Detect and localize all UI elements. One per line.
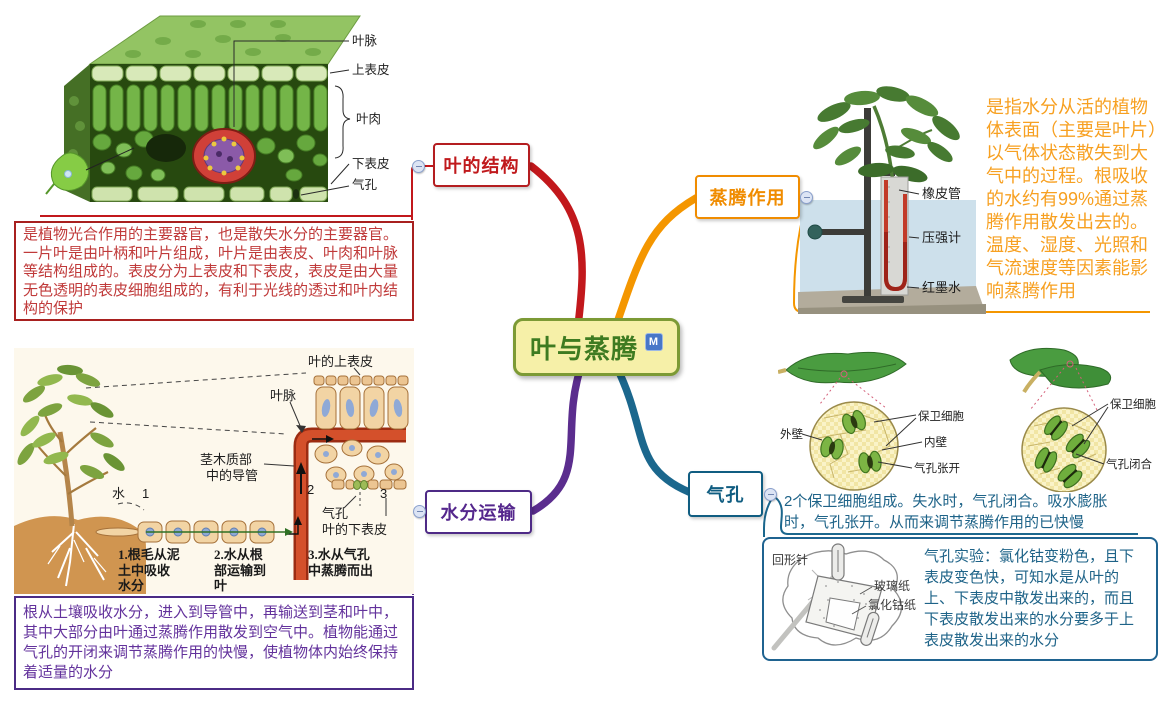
transpiration-image[interactable]: 橡皮管 压强计 红墨水 bbox=[798, 82, 988, 314]
cobalt-paper-square bbox=[825, 597, 861, 631]
xylem-label-line2: 中的导管 bbox=[206, 468, 258, 483]
branch-curve-water-transport bbox=[529, 366, 584, 515]
num3-label: 3 bbox=[380, 486, 387, 501]
vein-cut-shadow bbox=[146, 134, 186, 162]
topic-water-transport[interactable]: 水分运输 bbox=[425, 490, 532, 534]
paper-clip-label: 回形针 bbox=[772, 552, 808, 567]
mindmaster-badge-icon: M bbox=[645, 333, 663, 351]
topic-leaf-structure[interactable]: 叶的结构 bbox=[433, 143, 530, 187]
branch-curve-transpiration bbox=[612, 194, 700, 330]
outer-wall-label: 外壁 bbox=[780, 427, 803, 441]
upper-epidermis-label: 上表皮 bbox=[352, 63, 390, 77]
leaf-upper-epidermis-label: 叶的上表皮 bbox=[308, 354, 373, 369]
connector-stomata-experiment bbox=[763, 499, 772, 537]
leaf-cells bbox=[313, 375, 409, 506]
leaf-vein-label: 叶脉 bbox=[270, 388, 296, 403]
central-topic[interactable]: 叶与蒸腾 M bbox=[513, 318, 680, 376]
num2-label: 2 bbox=[307, 482, 314, 497]
water-step1-caption: 1.根毛从泥土中吸收水分 bbox=[118, 547, 180, 593]
stomata-closed-label: 气孔闭合 bbox=[1106, 457, 1152, 471]
note-water-transport[interactable]: 根从土壤吸收水分，进入到导管中，再输送到茎和叶中，其中大部分由叶通过蒸腾作用散发… bbox=[14, 596, 414, 690]
connector-leaf-structure-children bbox=[411, 165, 433, 220]
topic-stomata[interactable]: 气孔 bbox=[688, 471, 763, 517]
small-leaf bbox=[45, 147, 135, 195]
collapse-button-water-transport[interactable] bbox=[413, 505, 426, 518]
vein-label: 叶脉 bbox=[352, 33, 378, 48]
leaf-3d-block bbox=[64, 15, 361, 202]
leaf-structure-leader-lines bbox=[233, 40, 351, 196]
water-step2-caption: 2.水从根部运输到叶 bbox=[214, 547, 267, 593]
stoma-opening bbox=[293, 189, 299, 199]
experiment-leader-lines bbox=[851, 586, 873, 615]
lower-epidermis-label: 下表皮 bbox=[352, 157, 390, 171]
water-step3-caption: 3.水从气孔中蒸腾而出 bbox=[308, 547, 374, 578]
transpiration-leader-lines bbox=[898, 189, 920, 289]
red-ink-label: 红墨水 bbox=[922, 280, 961, 295]
projection-dashes bbox=[85, 372, 307, 511]
cellophane-label: 玻璃纸 bbox=[874, 579, 910, 593]
transpiration-apparatus bbox=[798, 86, 986, 314]
guard-cells-open-label: 保卫细胞 bbox=[918, 409, 964, 423]
inner-wall-label: 内壁 bbox=[924, 435, 947, 449]
stomata-open-label: 气孔张开 bbox=[914, 461, 960, 475]
branch-curve-leaf-structure bbox=[527, 162, 586, 330]
stoma-label-water: 气孔 bbox=[322, 506, 348, 521]
paper-clip-bottom bbox=[860, 611, 880, 646]
num1-label: 1 bbox=[142, 486, 149, 501]
stomata-open-diagram: 外壁 保卫细胞 内壁 气孔张开 bbox=[777, 351, 964, 491]
central-topic-title: 叶与蒸腾 bbox=[529, 333, 638, 364]
underline-stomata-child bbox=[775, 497, 1138, 535]
manometer-label: 压强计 bbox=[922, 230, 961, 245]
stoma-label: 气孔 bbox=[352, 177, 378, 192]
stomata-image[interactable]: 外壁 保卫细胞 内壁 气孔张开 bbox=[777, 342, 1160, 493]
leaf-lower-epidermis-label: 叶的下表皮 bbox=[322, 522, 387, 537]
cobalt-paper-label: 氯化钴纸 bbox=[868, 597, 916, 612]
palisade-cells bbox=[92, 84, 328, 132]
water-label: 水 bbox=[112, 486, 125, 501]
note-stomata-experiment[interactable]: 气孔实验：氯化钴变粉色，且下表皮变色快，可知水是从叶的上、下表皮中散发出来的，而… bbox=[924, 548, 1135, 649]
stomata-closed-diagram: 保卫细胞 气孔闭合 bbox=[1009, 347, 1156, 493]
water-transport-leader-lines bbox=[263, 367, 387, 516]
xylem-vessel bbox=[286, 427, 406, 580]
root-cells bbox=[95, 520, 293, 544]
water-transport-image[interactable]: 叶的上表皮 叶脉 茎木质部 中的导管 水 1 2 3 气孔 叶的下表皮 1.根毛… bbox=[14, 348, 414, 594]
paper-clip-experiment-image: 回形针 玻璃纸 氯化钴纸 bbox=[771, 543, 916, 651]
stomata-experiment-box[interactable]: 回形针 玻璃纸 氯化钴纸 气孔实验：氯化钴变粉色，且下表皮变色快，可知水是从叶的… bbox=[762, 537, 1158, 661]
connector-water-transport-children bbox=[412, 511, 425, 595]
note-leaf-structure[interactable]: 是植物光合作用的主要器官，也是散失水分的主要器官。一片叶是由叶柄和叶片组成，叶片… bbox=[14, 221, 414, 321]
note-stomata[interactable]: 2个保卫细胞组成。失水时，气孔闭合。吸水膨胀时，气孔张开。从而来调节蒸腾作用的已… bbox=[784, 493, 1108, 531]
leaf-structure-image[interactable]: 叶脉 上表皮 叶肉 下表皮 气孔 bbox=[38, 6, 413, 218]
vein-cylinder bbox=[192, 128, 256, 184]
collapse-button-stomata[interactable] bbox=[764, 488, 777, 501]
rubber-tube-label: 橡皮管 bbox=[922, 186, 961, 201]
collapse-button-transpiration[interactable] bbox=[800, 191, 813, 204]
xylem-label-line1: 茎木质部 bbox=[200, 452, 252, 467]
topic-transpiration[interactable]: 蒸腾作用 bbox=[695, 175, 800, 219]
guard-cells-closed-label: 保卫细胞 bbox=[1110, 397, 1156, 411]
branch-curve-stomata bbox=[614, 366, 693, 496]
note-transpiration[interactable]: 是指水分从活的植物体表面（主要是叶片）以气体状态散失到大气中的过程。根吸收的水约… bbox=[986, 97, 1157, 301]
mesophyll-label: 叶肉 bbox=[356, 112, 381, 126]
collapse-button-leaf-structure[interactable] bbox=[412, 160, 425, 173]
